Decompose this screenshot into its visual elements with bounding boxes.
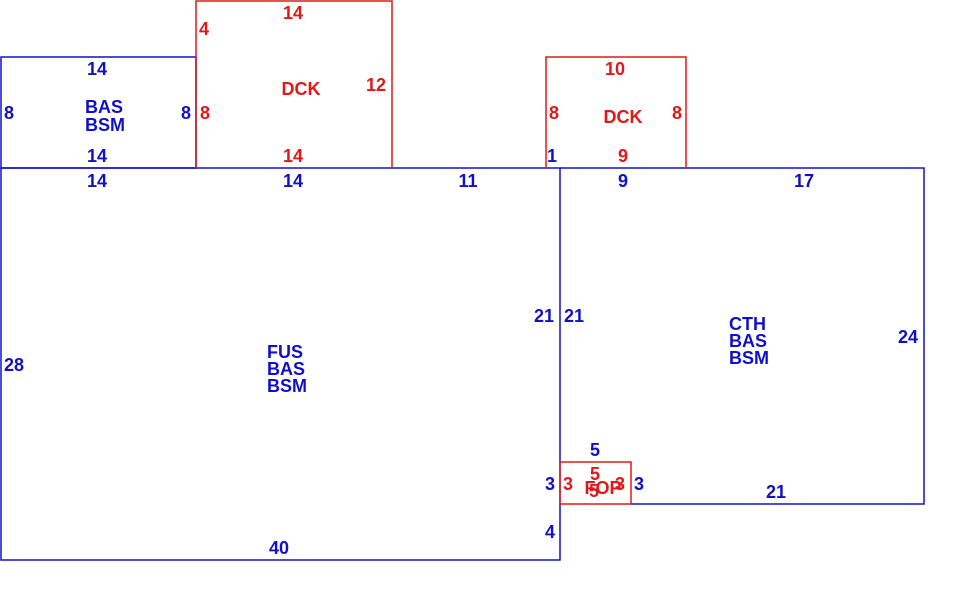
cth-dim-top-right: 17 <box>794 171 814 191</box>
deck-left-outline <box>195 0 393 168</box>
deck-right-dim-left-offset: 1 <box>547 146 557 166</box>
deck-left-code: DCK <box>282 79 321 99</box>
deck-right-dim-bottom: 9 <box>618 146 628 166</box>
fop-dim-top: 5 <box>590 464 600 484</box>
fus-dim-right-bottom: 4 <box>545 522 555 542</box>
fop-dim-right-outer: 3 <box>634 474 644 494</box>
fus-dim-bottom: 40 <box>269 538 289 558</box>
fop-outline <box>559 461 632 505</box>
fus-dim-top-mid: 14 <box>283 171 303 191</box>
bas-small-dim-left: 8 <box>4 103 14 123</box>
deck-right-dim-top: 10 <box>605 59 625 79</box>
fus-dim-left: 28 <box>4 355 24 375</box>
fus-code-3: BSM <box>267 376 307 396</box>
bas-small-dim-right: 8 <box>181 103 191 123</box>
fus-dim-right: 21 <box>534 306 554 326</box>
deck-left-dim-right: 12 <box>366 75 386 95</box>
fop-dim-above: 5 <box>590 440 600 460</box>
fus-code-2: BAS <box>267 359 305 379</box>
deck-left-dim-top: 14 <box>283 3 303 23</box>
deck-right-outline <box>545 56 687 168</box>
fop-code: FOP <box>584 478 621 498</box>
bas-small-dim-top: 14 <box>87 59 107 79</box>
cth-code-3: BSM <box>729 348 769 368</box>
cth-dim-right: 24 <box>898 327 918 347</box>
fus-code-1: FUS <box>267 342 303 362</box>
fus-dim-top-left: 14 <box>87 171 107 191</box>
deck-right-dim-right: 8 <box>672 103 682 123</box>
fop-dim-left: 3 <box>563 474 573 494</box>
deck-left-dim-bottom: 14 <box>283 146 303 166</box>
cth-dim-top-left: 9 <box>618 171 628 191</box>
deck-right-code: DCK <box>604 107 643 127</box>
deck-left-dim-left-upper: 4 <box>199 19 209 39</box>
bas-small-code-2: BSM <box>85 115 125 135</box>
cth-dim-left: 21 <box>564 306 584 326</box>
cth-dim-bottom: 21 <box>766 482 786 502</box>
bas-small-dim-bottom: 14 <box>87 146 107 166</box>
deck-right-dim-left: 8 <box>549 103 559 123</box>
cth-outline <box>560 167 925 505</box>
fus-outline <box>0 167 561 561</box>
deck-left-dim-left: 8 <box>200 103 210 123</box>
fus-dim-right-lower: 3 <box>545 474 555 494</box>
fop-dim-right: 3 <box>615 474 625 494</box>
bas-small-code-1: BAS <box>85 97 123 117</box>
cth-code-1: CTH <box>729 314 766 334</box>
fop-dim-bottom: 5 <box>589 481 599 501</box>
cth-code-2: BAS <box>729 331 767 351</box>
fus-dim-top-right: 11 <box>458 171 477 191</box>
